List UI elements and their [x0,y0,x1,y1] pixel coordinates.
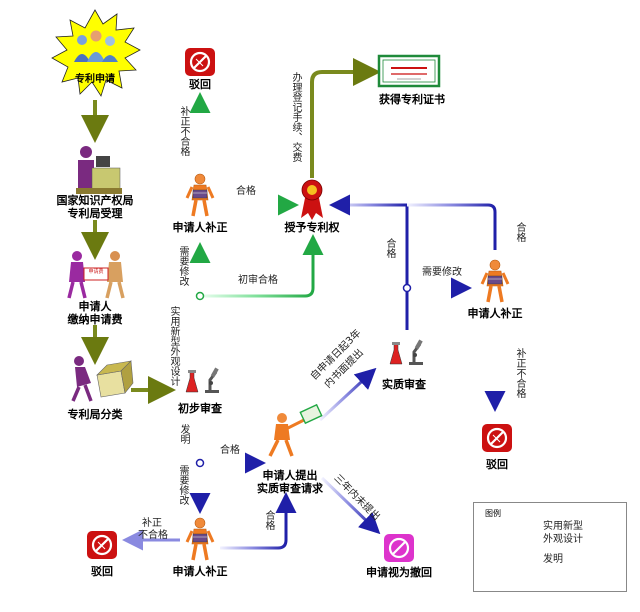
arrow-supplement-right-to-grant [407,203,497,250]
legend-green-label-2: 外观设计 [543,534,583,545]
fee-receipt-text: 申请费 [88,268,103,275]
edge-qualified-top: 合格 [236,186,256,197]
grant-label: 授予专利权 [284,221,340,234]
office-accept-label: 国家知识产权局 专利局受理 [56,194,134,220]
reject-bottom-icon [85,529,119,561]
reject-right-label: 驳回 [486,458,508,471]
withdrawn-icon [384,534,414,562]
legend-blue-label: 发明 [543,554,563,565]
reject-bottom-label: 驳回 [91,565,113,578]
edge-qualified-blue: 合格 [220,445,240,456]
withdrawn-label: 申请视为撤回 [366,566,432,579]
reject-top-icon [183,46,217,78]
edge-qualified-mid: 合格 [384,238,395,258]
edge-registration: 办理登记手续、交费 [290,72,301,162]
edge-needs-revision-blue: 需要修改 [422,267,462,278]
classify-label: 专利局分类 [67,408,123,421]
edge-needs-revision-green: 需要修改 [177,246,188,286]
green-arrows [189,92,324,368]
substantive-lab-icon [388,338,425,367]
substantive-exam-label: 实质审查 [382,378,426,391]
green-junction [195,291,205,301]
supplement-bottom-person-icon [185,516,215,562]
reject-right-icon [480,422,514,454]
apply-label: 专利申请 [75,74,115,85]
supplement-bottom-label: 申请人补正 [172,565,228,578]
edge-utility-design: 实用新型外观设计 [168,306,179,386]
edge-not-qualified-right: 补正不合格 [514,348,525,398]
prelim-exam-label: 初步审查 [178,402,222,415]
edge-not-qualified-top: 补正不合格 [178,106,189,156]
edge-qualified-bottom: 合格 [263,510,274,530]
arrow-request-to-withdrawn [320,476,381,535]
classify-worker-icon [71,356,134,402]
olive-arrows [81,58,381,404]
legend-title: 图例 [485,509,501,518]
supplement-top-person-icon [185,172,215,218]
arrow-request-to-substantive [318,367,377,422]
edge-not-qualified-bottom-1: 补正 [142,518,162,529]
edge-qualified-right: 合格 [514,222,525,242]
fee-payment-icon [67,251,125,299]
supplement-right-label: 申请人补正 [467,307,523,320]
reject-top-label: 驳回 [189,78,211,91]
blue-arrows [122,194,506,551]
arrow-grant-to-certificate [310,58,381,178]
award-medal-icon [301,179,323,220]
arrow-prelim-to-grant [200,234,324,298]
certificate-icon [377,54,441,88]
edge-needs-revision-down: 需要修改 [177,465,188,505]
starburst-icon [51,9,141,97]
legend [473,502,627,592]
office-worker-icon [76,146,122,194]
supplement-right-person-icon [480,258,510,304]
arrow-supplement-bottom-to-request [220,492,297,550]
edge-not-qualified-bottom-2: 不合格 [138,530,168,541]
substantive-request-label: 申请人提出 实质审查请求 [257,469,323,495]
pay-fee-label: 申请人 缴纳申请费 [67,300,123,326]
request-person-icon [268,403,323,457]
edge-prelim-pass: 初审合格 [238,275,278,286]
edge-invention: 发明 [178,424,189,444]
legend-green-label-1: 实用新型 [543,521,583,532]
supplement-top-label: 申请人补正 [172,221,228,234]
prelim-lab-icon [184,366,221,395]
certificate-label: 获得专利证书 [379,93,445,106]
